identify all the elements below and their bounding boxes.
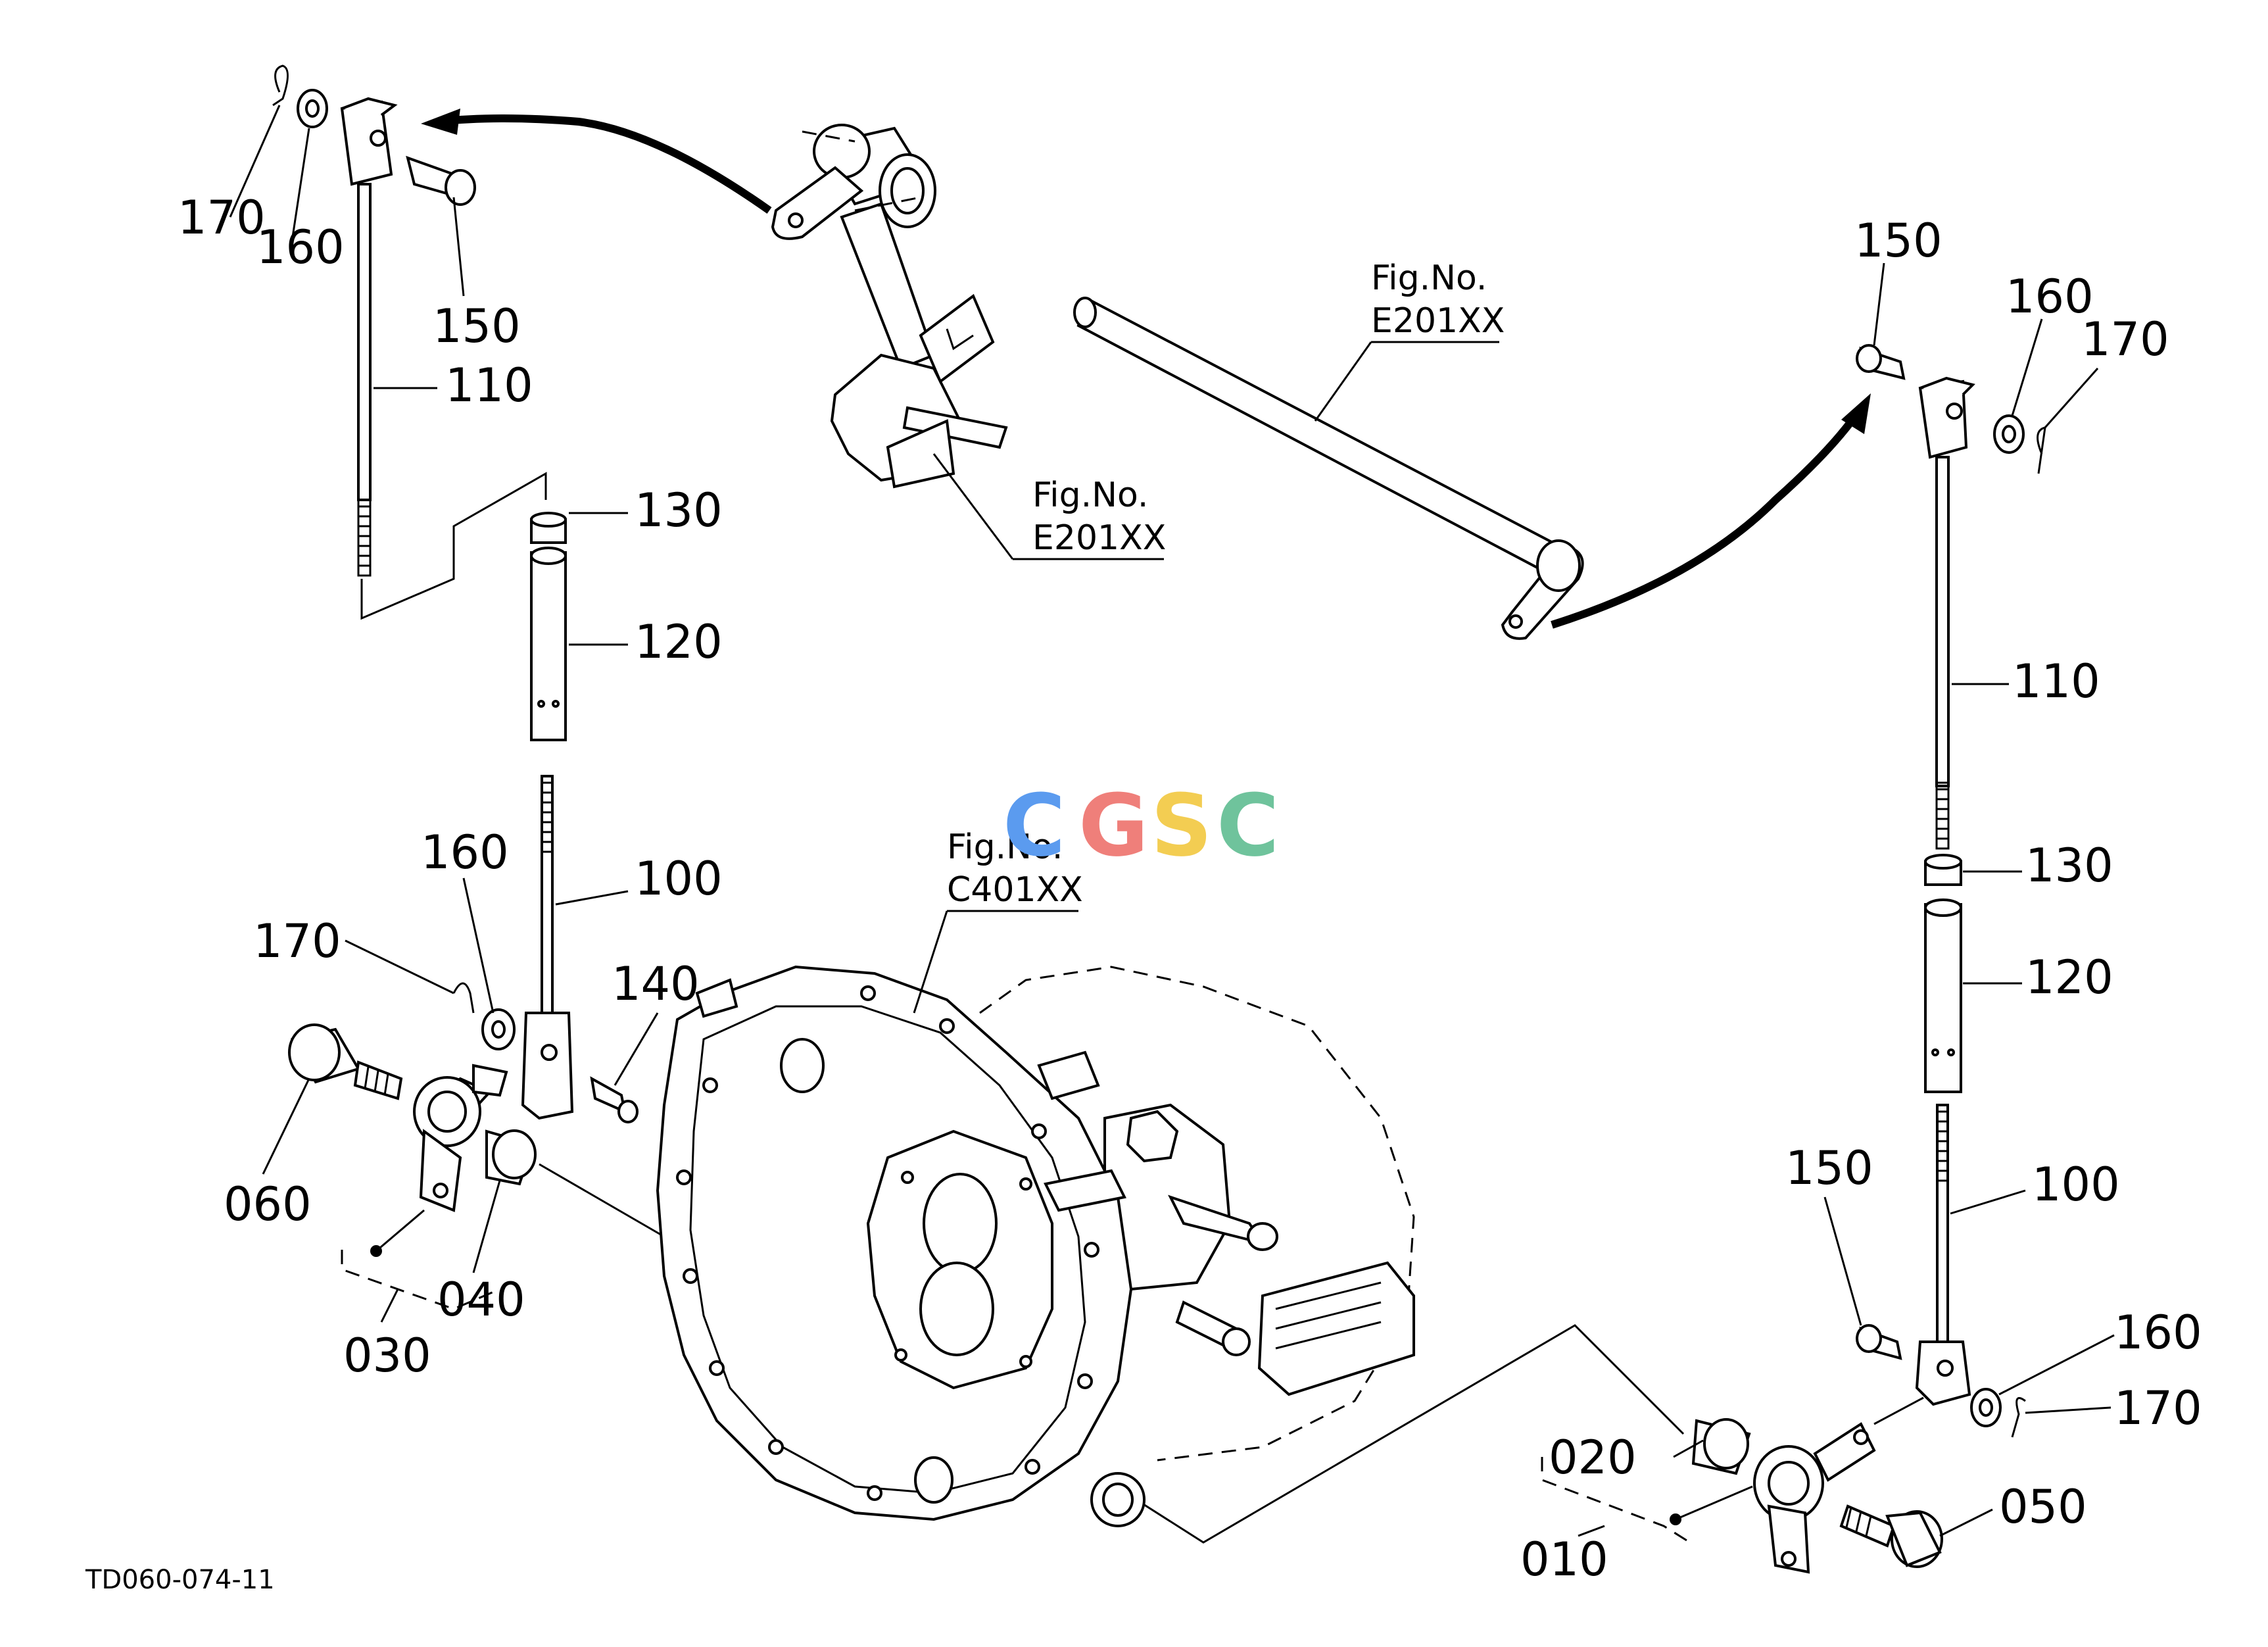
label-160-r: 160 xyxy=(2006,270,2094,324)
watermark-s: S xyxy=(1151,775,1213,875)
ref1-title: Fig.No. xyxy=(1371,258,1487,298)
reference-e201xx-shaft: Fig.No. E201XX xyxy=(1314,258,1505,422)
reference-c401xx: Fig.No. C401XX xyxy=(913,827,1083,1014)
ref1-code: E201XX xyxy=(1371,301,1505,341)
ref3-title: Fig.No. xyxy=(947,827,1063,867)
label-110-a: 110 xyxy=(445,358,533,412)
label-060: 060 xyxy=(224,1177,312,1231)
left-labels: 170 160 150 110 130 120 160 100 170 140 … xyxy=(178,105,723,1383)
label-170-r2: 170 xyxy=(2114,1381,2202,1435)
right-labels: 150 160 170 110 130 120 150 100 160 170 … xyxy=(1520,214,2202,1586)
label-120-a: 120 xyxy=(635,615,723,669)
label-030: 030 xyxy=(343,1329,431,1383)
label-130-r: 130 xyxy=(2025,839,2113,893)
label-160-r2: 160 xyxy=(2114,1306,2202,1360)
label-150-r2: 150 xyxy=(1785,1141,1873,1195)
ref2-title: Fig.No. xyxy=(1032,476,1148,515)
watermark-c1: C xyxy=(1003,775,1065,875)
cgsc-watermark-logo: C G S C xyxy=(1003,775,1279,875)
watermark-c2: C xyxy=(1217,775,1279,875)
label-160-a: 160 xyxy=(256,220,345,274)
pedal-shaft-assembly xyxy=(421,109,1871,640)
reference-e201xx-pedal: Fig.No. E201XX xyxy=(932,453,1166,560)
ref2-code: E201XX xyxy=(1032,518,1166,558)
label-020: 020 xyxy=(1549,1431,1637,1485)
label-100-r: 100 xyxy=(2032,1158,2120,1212)
right-rod-assembly xyxy=(1130,344,2046,1574)
label-170-b: 170 xyxy=(253,914,341,968)
label-120-r: 120 xyxy=(2025,950,2113,1004)
label-050: 050 xyxy=(1999,1480,2087,1534)
ref3-code: C401XX xyxy=(947,870,1083,910)
label-150-a: 150 xyxy=(433,299,521,353)
left-rod-assembly xyxy=(272,64,665,1310)
label-110-r: 110 xyxy=(2012,654,2100,708)
label-170-a: 170 xyxy=(178,191,266,245)
label-170-r: 170 xyxy=(2081,312,2169,366)
label-010: 010 xyxy=(1520,1533,1608,1586)
label-160-b: 160 xyxy=(421,825,509,879)
label-140: 140 xyxy=(612,957,700,1011)
label-150-r: 150 xyxy=(1854,214,1942,268)
label-040: 040 xyxy=(437,1273,525,1327)
label-130-a: 130 xyxy=(635,483,723,537)
watermark-g: G xyxy=(1078,775,1149,875)
label-100-a: 100 xyxy=(635,852,723,906)
transmission-case xyxy=(656,965,1415,1527)
drawing-code: TD060-074-11 xyxy=(85,1565,275,1595)
